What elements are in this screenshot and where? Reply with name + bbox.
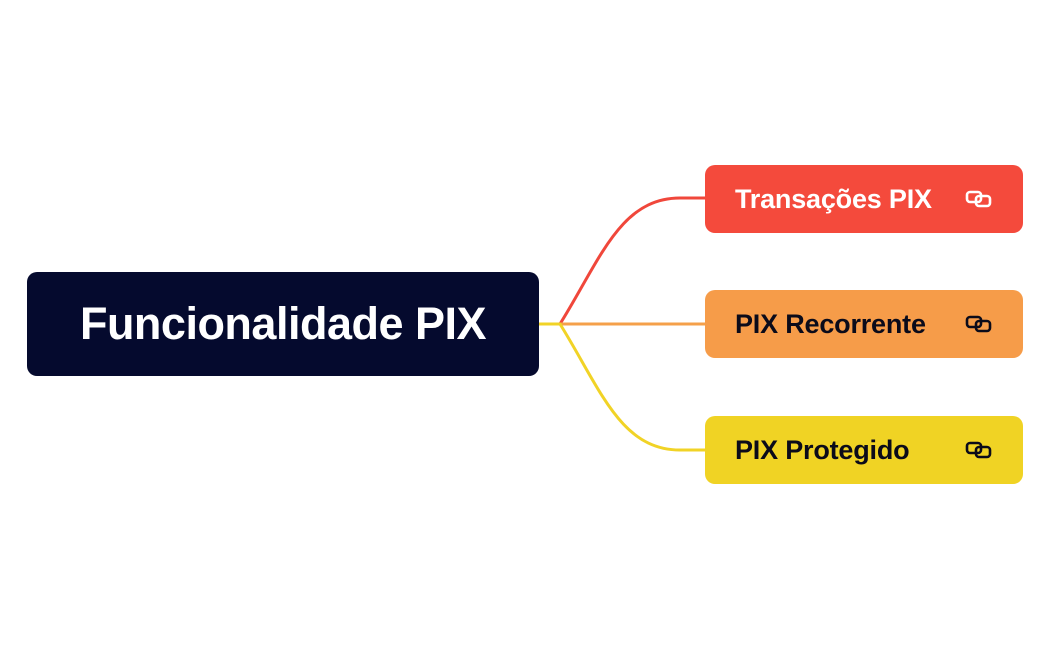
branch-label-transacoes-pix: Transações PIX (735, 183, 932, 214)
branch-node-pix-recorrente[interactable]: PIX Recorrente (705, 290, 1023, 358)
link-icon[interactable] (965, 314, 993, 334)
branch-label-pix-protegido: PIX Protegido (735, 434, 910, 465)
root-topic-node[interactable]: Funcionalidade PIX (27, 272, 539, 376)
root-topic-label: Funcionalidade PIX (79, 298, 487, 349)
connector-protegido (536, 322, 708, 452)
branch-node-transacoes-pix[interactable]: Transações PIX (705, 165, 1023, 233)
connector-transacoes (536, 196, 708, 326)
branch-label-pix-recorrente: PIX Recorrente (735, 308, 926, 339)
link-icon[interactable] (965, 189, 993, 209)
link-icon[interactable] (965, 440, 993, 460)
branch-node-pix-protegido[interactable]: PIX Protegido (705, 416, 1023, 484)
